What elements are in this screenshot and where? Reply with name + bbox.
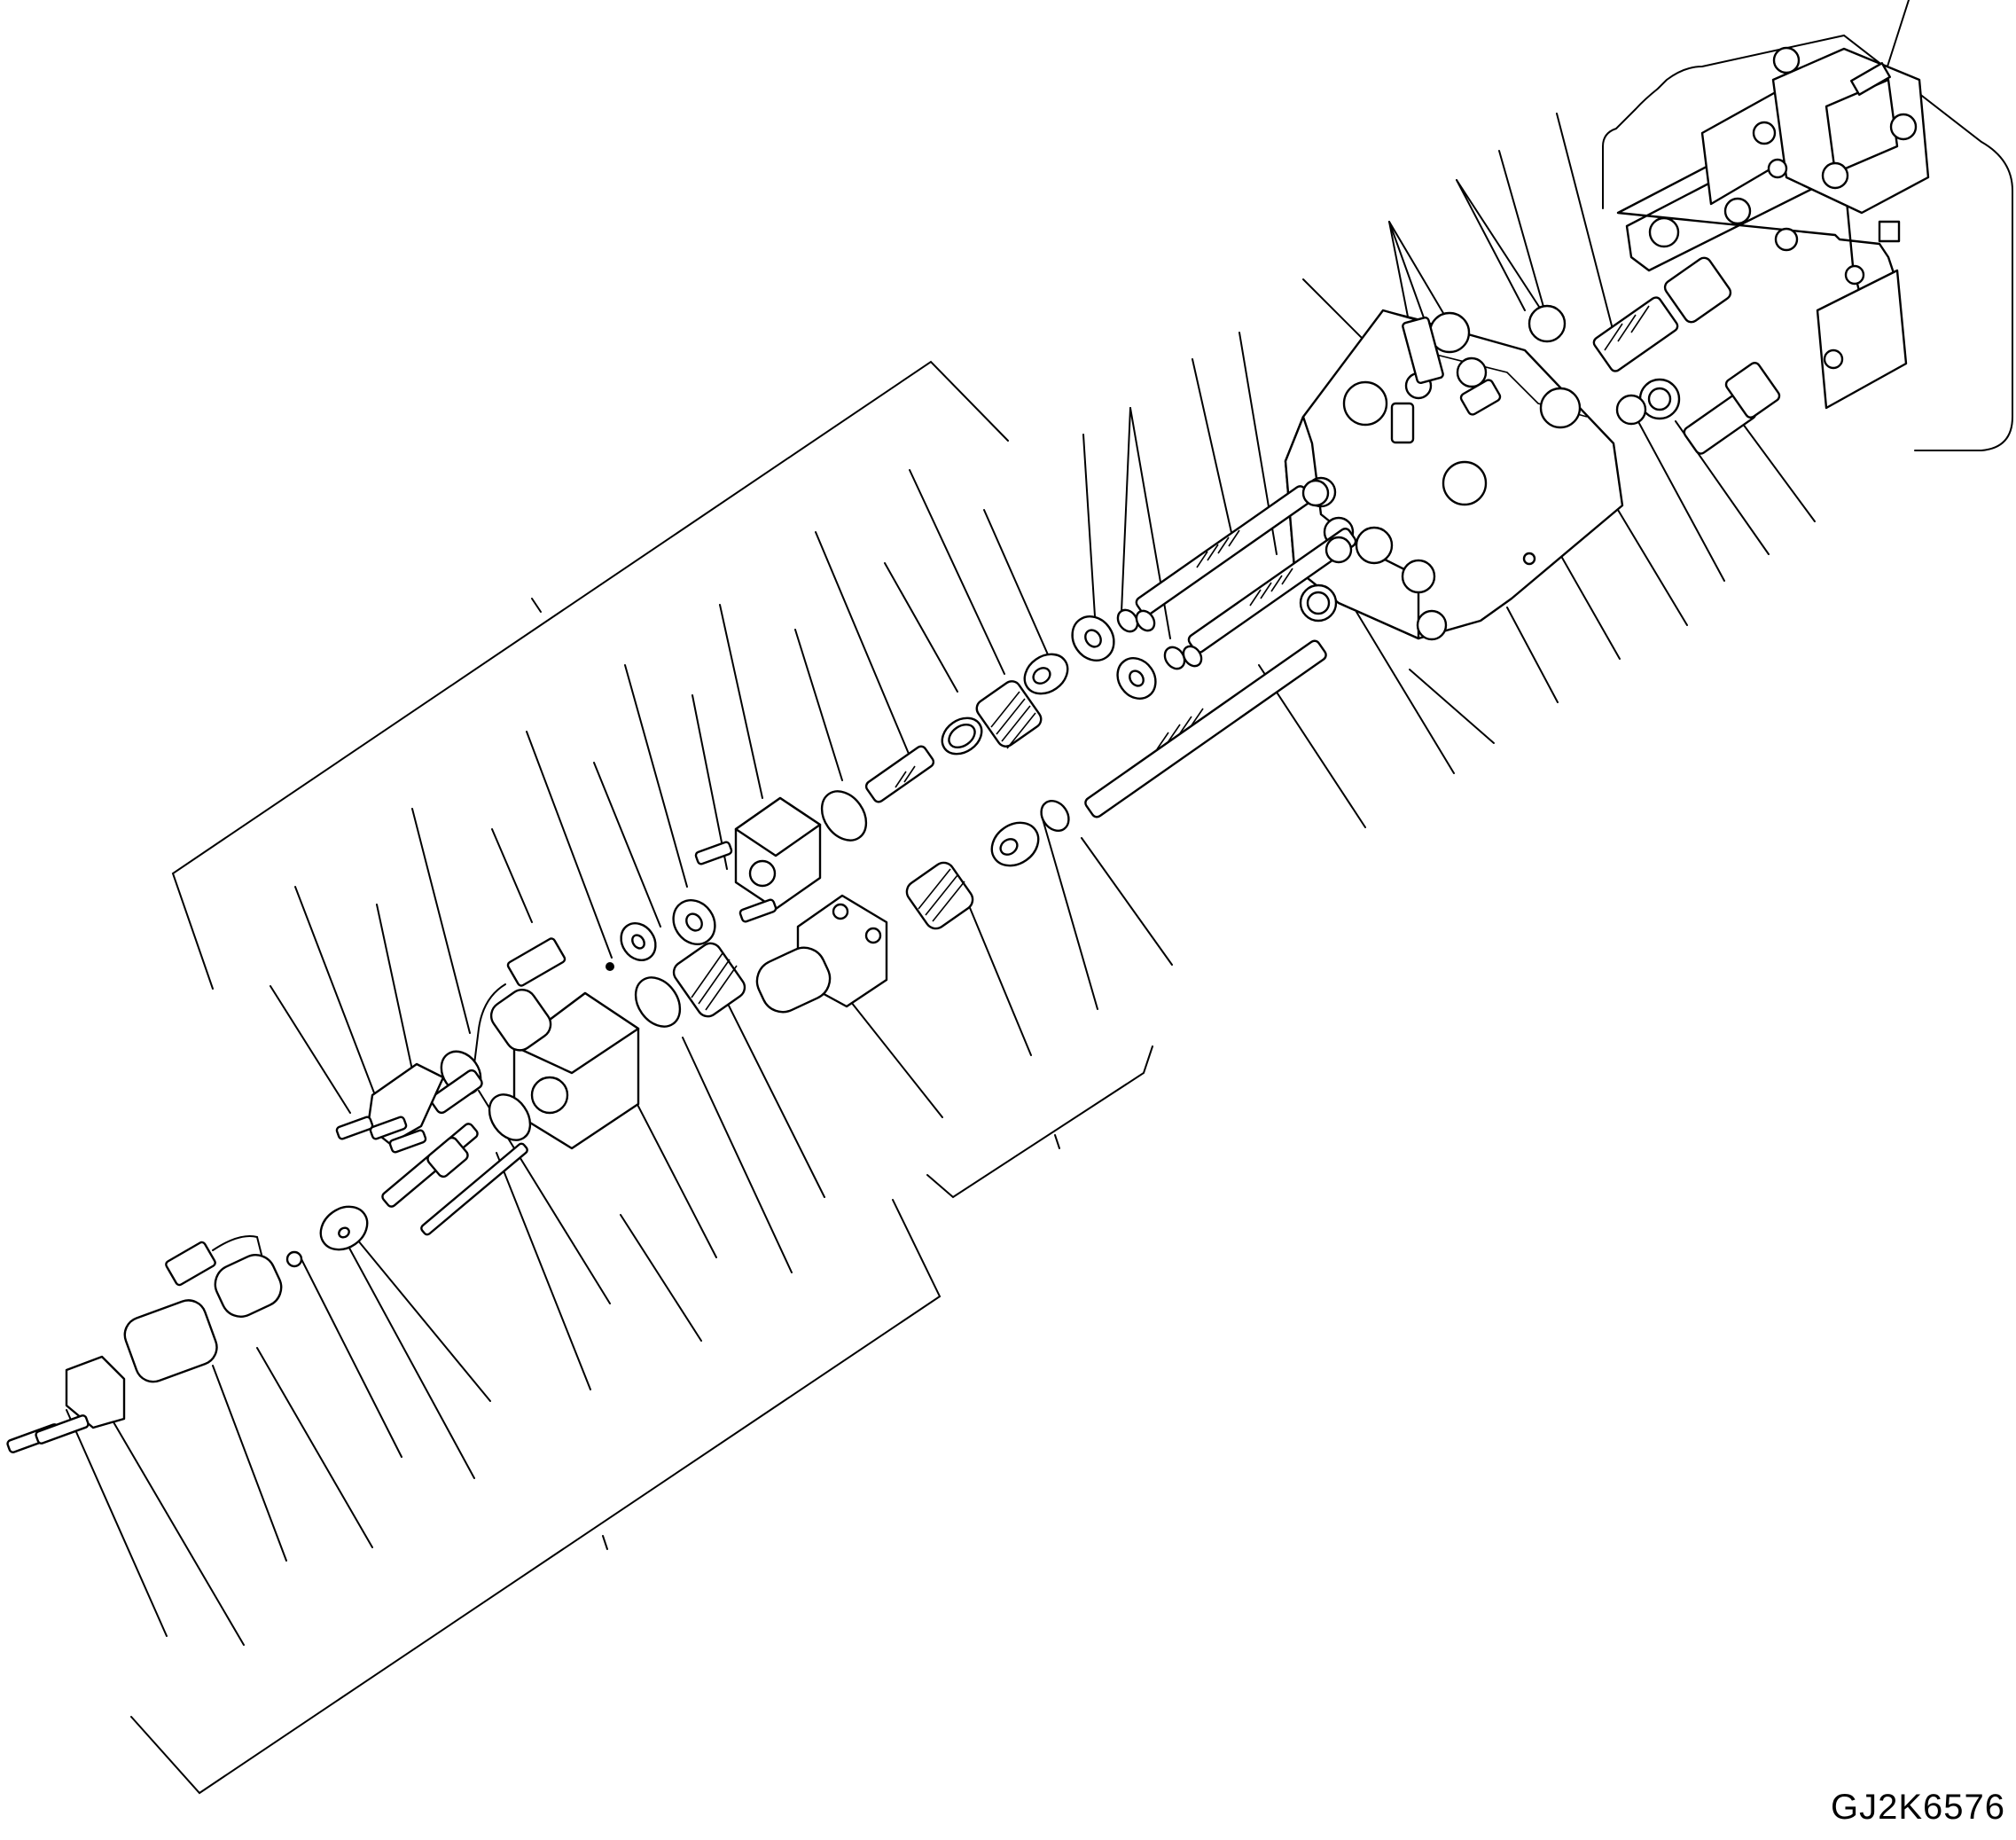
solenoid-cartridge-upper [1592,256,1732,372]
pilot-piston [864,745,935,803]
nut-small [285,1250,303,1268]
disc-plate [319,1205,369,1251]
washer-lower-2 [620,922,657,961]
spring-upper [975,680,1043,749]
bracket-top-group [171,360,1009,990]
valve-body-fittings [1390,317,1502,444]
control-valve-body [1284,304,1624,641]
plunger-rod [381,1123,479,1208]
bracket-middle-group [926,1045,1153,1199]
solenoid-actuator [755,894,888,1014]
o-ring-upper [820,790,868,842]
pilot-valve-block [1752,46,1930,243]
bushing-middle [990,821,1040,867]
spring-middle [905,861,974,930]
bracket-upper-right-assembly [1602,34,2013,451]
o-ring-lower [634,976,682,1028]
solenoid-coil-lower [165,1235,283,1318]
spool-upper [1135,479,1330,616]
end-cap-plate [65,1355,126,1429]
steel-ball [606,962,614,971]
cap-screws-upper [694,841,777,923]
spring-seat-upper [1023,653,1069,695]
end-cap-screws [6,1414,90,1453]
washer-lower [672,899,716,945]
coil-nut-assembly [430,1050,483,1115]
drawing-code-label: GJ2K6576 [1830,1788,2005,1827]
cap-screws-lower [335,1116,427,1154]
o-ring-middle [1040,800,1070,832]
cover-block-upper [734,796,822,911]
spring-lower [672,942,746,1018]
bracket-bottom-group [130,1199,942,1795]
spool-lower [1084,583,1338,818]
retainer-collar [941,716,983,756]
relief-valve-cartridge [1615,362,1781,455]
spool-seal-washers [1071,608,1203,700]
long-bolt [420,1142,528,1236]
o-ring-block [488,1093,532,1141]
solenoid-coil-connector [473,937,567,1065]
sleeve-tube [123,1299,218,1383]
